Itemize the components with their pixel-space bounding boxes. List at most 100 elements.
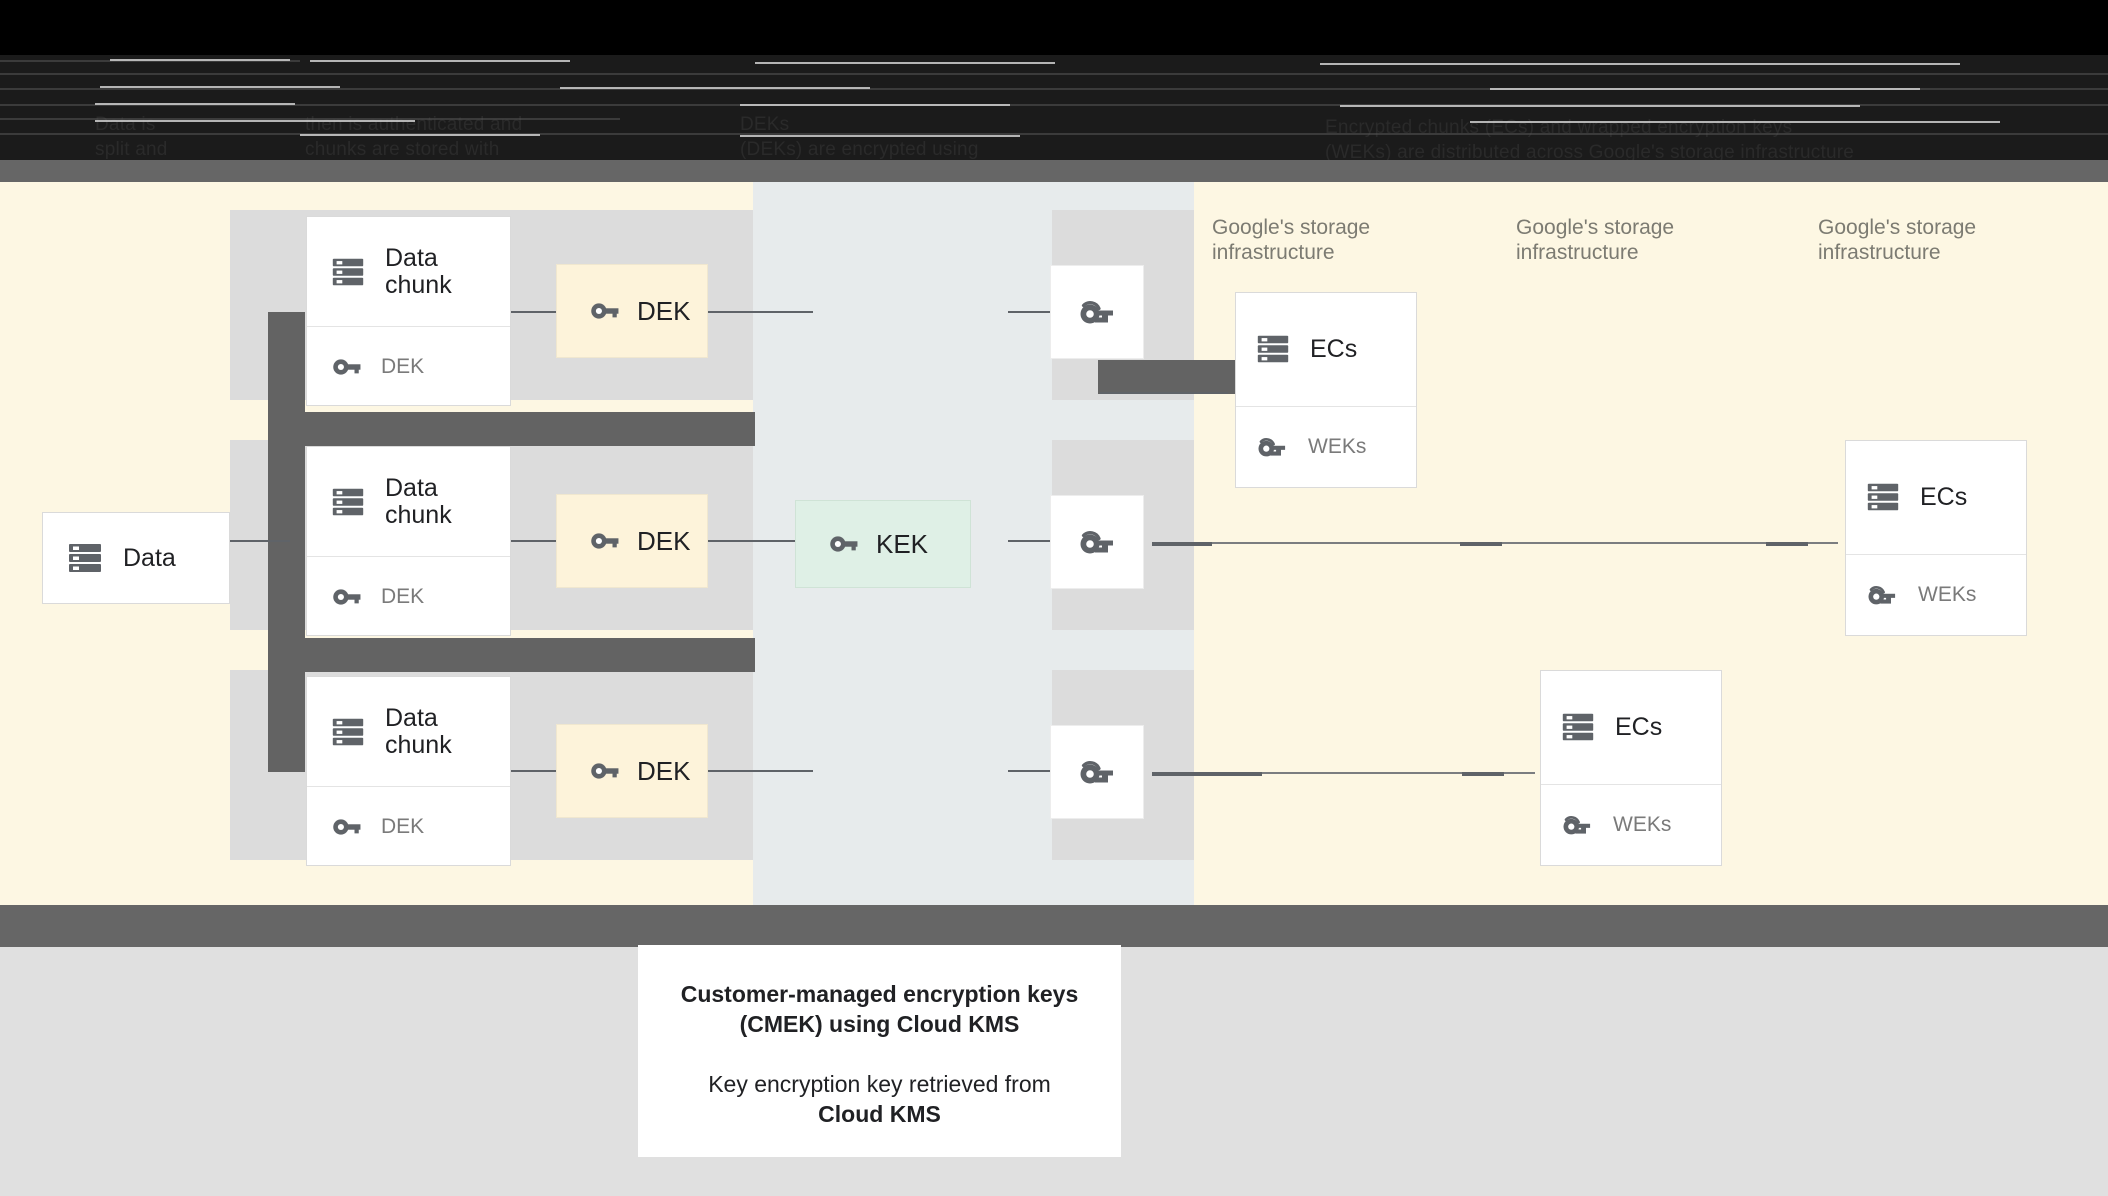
arrow-shaft-ecs-2-seg-c — [1766, 542, 1808, 546]
dek-box-3[interactable]: DEK — [556, 724, 708, 818]
ecs-card-2[interactable]: ECs WEKs — [1845, 440, 2027, 636]
storage-column-caption-1: Google's storage infrastructure — [1212, 216, 1371, 264]
key-icon — [333, 818, 361, 835]
wrapped-key-tile-1[interactable] — [1050, 265, 1144, 359]
data-chunk-key-label: DEK — [381, 814, 425, 838]
glitch-line — [1470, 121, 2000, 123]
glitch-line — [100, 86, 340, 88]
wrapped-key-icon — [1868, 586, 1896, 605]
occlusion-bar-arm-1 — [268, 412, 755, 446]
glitch-line — [0, 88, 2108, 90]
storage-icon — [1562, 713, 1594, 741]
caption-line-4: Cloud KMS — [818, 1101, 941, 1127]
wrapped-key-tile-2[interactable] — [1050, 495, 1144, 589]
connector-dek2-to-kek — [708, 540, 813, 542]
data-chunk-label: Data chunk — [385, 473, 452, 529]
storage-icon — [332, 258, 364, 285]
wrapped-key-icon — [1080, 301, 1113, 324]
data-chunk-card-2[interactable]: Data chunk DEK — [306, 446, 511, 636]
storage-icon — [332, 718, 364, 745]
data-chunk-key-label: DEK — [381, 354, 425, 378]
glitch-line — [95, 103, 295, 105]
kek-box[interactable]: KEK — [795, 500, 971, 588]
weks-label: WEKs — [1613, 813, 1672, 837]
glitch-line — [300, 134, 540, 136]
caption-card: Customer-managed encryption keys (CMEK) … — [638, 945, 1121, 1157]
occlusion-bar-arm-2 — [268, 638, 755, 672]
data-chunk-label: Data chunk — [385, 703, 452, 759]
weks-label: WEKs — [1308, 435, 1367, 459]
ecs-card-1[interactable]: ECs WEKs — [1235, 292, 1417, 488]
ecs-card-3[interactable]: ECs WEKs — [1540, 670, 1722, 866]
ecs-label: ECs — [1920, 482, 1968, 511]
glitch-line — [0, 118, 620, 120]
connector-dek3-to-kek — [708, 770, 813, 772]
caption-line-1: Customer-managed encryption keys — [680, 981, 1079, 1007]
storage-icon — [332, 488, 364, 515]
dek-label: DEK — [637, 525, 691, 556]
caption-line-3: Key encryption key retrieved from — [708, 1071, 1051, 1097]
glitch-line — [1490, 88, 1920, 90]
dek-label: DEK — [637, 295, 691, 326]
connector-kek-to-wek3 — [1008, 770, 1052, 772]
glitch-line — [95, 120, 415, 122]
connector-kek-to-wek1 — [1008, 311, 1052, 313]
wrapped-key-icon — [1563, 816, 1591, 835]
connector-dek1-to-kek — [708, 311, 813, 313]
key-icon — [830, 536, 858, 552]
storage-column-caption-2: Google's storage infrastructure — [1516, 216, 1675, 264]
top-gray-band — [0, 160, 2108, 182]
arrow-shaft-ecs-1 — [1100, 392, 1228, 394]
data-chunk-key-label: DEK — [381, 584, 425, 608]
wrapped-key-icon — [1080, 761, 1113, 784]
data-chunk-card-1[interactable]: Data chunk DEK — [306, 216, 511, 406]
key-icon — [591, 303, 619, 319]
key-icon — [333, 358, 361, 375]
arrow-shaft-ecs-3-seg-b — [1462, 772, 1504, 776]
header-obscured-strip: Data is split and Google then is authent… — [0, 55, 2108, 185]
glitch-line — [0, 60, 300, 62]
storage-icon — [1867, 483, 1899, 511]
bottom-gray-band — [0, 905, 2108, 947]
weks-label: WEKs — [1918, 583, 1977, 607]
glitch-line — [110, 59, 290, 61]
glitch-line — [755, 62, 1055, 64]
glitch-line — [310, 60, 570, 62]
dek-label: DEK — [637, 755, 691, 786]
wrapped-key-icon — [1080, 531, 1113, 554]
glitch-line — [0, 73, 2108, 75]
dek-box-2[interactable]: DEK — [556, 494, 708, 588]
header-black-bar — [0, 0, 2108, 55]
arrow-shaft-ecs-2-seg-b — [1460, 542, 1502, 546]
glitch-line — [0, 133, 2108, 135]
storage-column-caption-3: Google's storage infrastructure — [1818, 216, 1977, 264]
caption-line-2: (CMEK) using Cloud KMS — [739, 1011, 1020, 1037]
glitch-line — [740, 135, 1020, 137]
glitch-line — [740, 104, 1010, 106]
arrow-shaft-ecs-3 — [1190, 772, 1535, 774]
data-source-card[interactable]: Data — [42, 512, 230, 604]
connector-data-to-chunks — [230, 540, 290, 542]
ecs-label: ECs — [1615, 712, 1663, 741]
connector-kek-to-wek2 — [1008, 540, 1052, 542]
storage-icon — [69, 544, 101, 572]
glitch-line — [0, 104, 2108, 106]
wrapped-key-tile-3[interactable] — [1050, 725, 1144, 819]
wrapped-key-icon — [1258, 438, 1286, 457]
data-source-label: Data — [123, 543, 176, 572]
key-icon — [591, 763, 619, 779]
data-chunk-label: Data chunk — [385, 243, 452, 299]
glitch-line — [1340, 105, 1860, 107]
kek-label: KEK — [876, 528, 929, 559]
glitch-line — [1320, 63, 1960, 65]
ecs-label: ECs — [1310, 334, 1358, 363]
occlusion-bar-vertical — [268, 312, 305, 772]
key-icon — [333, 588, 361, 605]
key-icon — [591, 533, 619, 549]
dek-box-1[interactable]: DEK — [556, 264, 708, 358]
arrow-shaft-ecs-2-seg-a — [1152, 542, 1212, 546]
storage-icon — [1257, 335, 1289, 363]
data-chunk-card-3[interactable]: Data chunk DEK — [306, 676, 511, 866]
glitch-line — [560, 87, 870, 89]
arrow-shaft-ecs-3-seg-a — [1152, 772, 1262, 776]
